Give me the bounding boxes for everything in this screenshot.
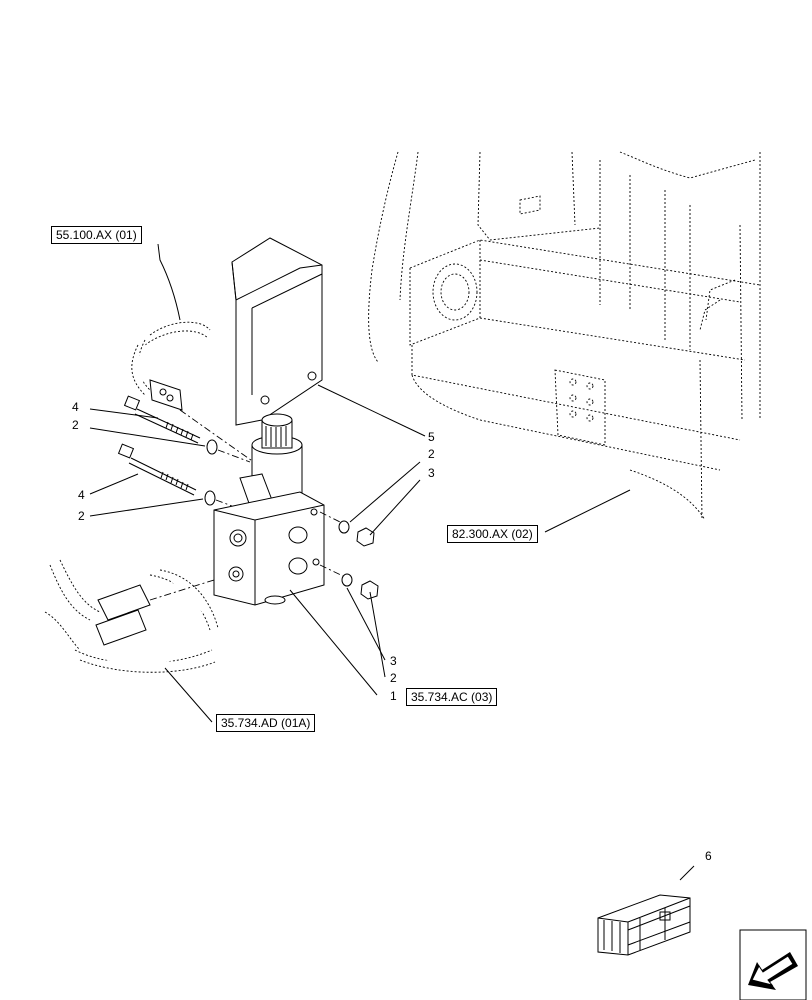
washer-right-upper bbox=[338, 520, 350, 534]
reference-frame[interactable]: 82.300.AX (02) bbox=[447, 525, 538, 543]
leader-lines bbox=[89, 243, 631, 723]
back-arrow-icon[interactable] bbox=[739, 929, 807, 1000]
solenoid-coil bbox=[239, 413, 303, 507]
hydraulic-hoses bbox=[44, 559, 219, 673]
bolt-upper bbox=[123, 395, 201, 444]
item-number-kit: 6 bbox=[705, 849, 712, 863]
item-number-washer-right-lower: 2 bbox=[390, 671, 397, 685]
reference-harness[interactable]: 55.100.AX (01) bbox=[51, 226, 142, 244]
bolt-lower bbox=[117, 443, 197, 496]
item-number-bolt-upper: 4 bbox=[72, 400, 79, 414]
item-number-valve-body: 1 bbox=[390, 689, 397, 703]
wiring-harness bbox=[131, 321, 266, 471]
item-number-washer-lower: 2 bbox=[78, 509, 85, 523]
item-number-washer-right-upper: 2 bbox=[428, 447, 435, 461]
frame-phantom bbox=[368, 151, 761, 521]
item-number-nut-right-lower: 3 bbox=[390, 654, 397, 668]
valve-bracket bbox=[231, 237, 323, 426]
item-number-bolt-lower: 4 bbox=[78, 488, 85, 502]
washer-right-lower bbox=[341, 573, 353, 587]
reference-valve[interactable]: 35.734.AC (03) bbox=[406, 688, 498, 706]
item-number-bracket: 5 bbox=[428, 430, 435, 444]
item-number-nut-right-upper: 3 bbox=[428, 466, 435, 480]
washer-upper bbox=[206, 439, 218, 455]
valve-body bbox=[213, 491, 325, 606]
reference-hoses[interactable]: 35.734.AD (01A) bbox=[216, 714, 316, 732]
washer-lower bbox=[204, 490, 216, 506]
item-number-washer-upper: 2 bbox=[72, 418, 79, 432]
nut-right-lower bbox=[360, 580, 379, 600]
nut-right-upper bbox=[356, 527, 375, 547]
wooden-crate-icon bbox=[597, 865, 695, 956]
